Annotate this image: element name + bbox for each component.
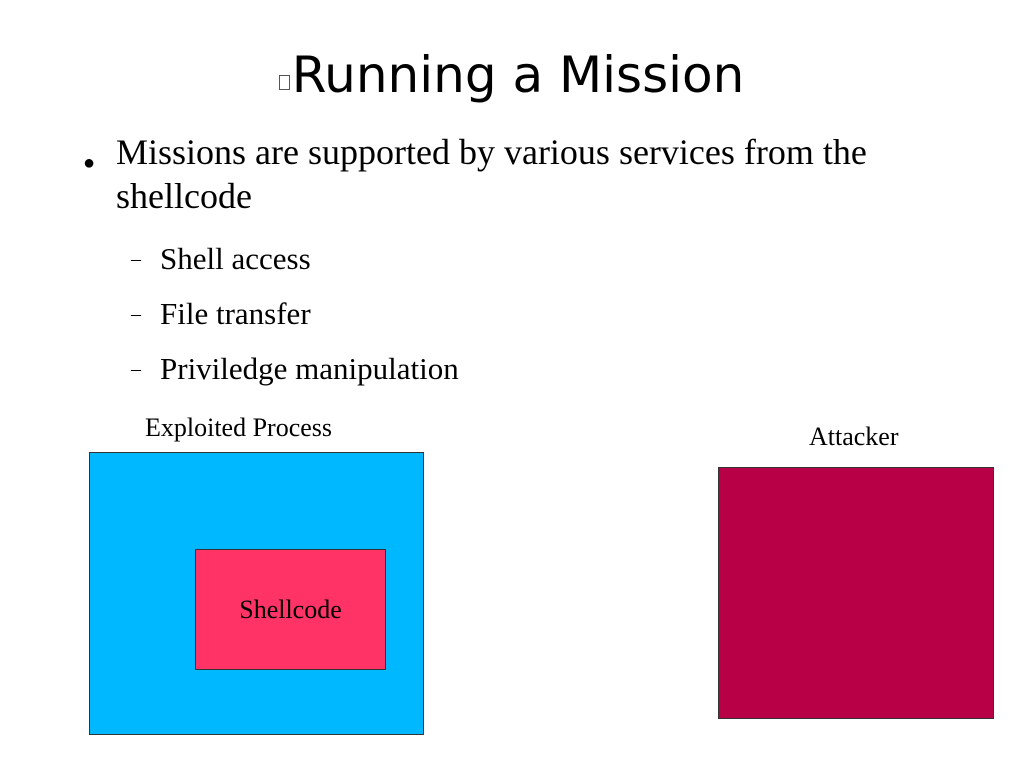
sub-bullet-marker: – xyxy=(131,358,141,380)
slide-title-text: Running a Mission xyxy=(291,46,745,104)
attacker-label: Attacker xyxy=(809,422,899,451)
sub-bullet-marker: – xyxy=(131,248,141,270)
attacker-box xyxy=(718,467,994,719)
bullet-marker: ● xyxy=(83,152,96,174)
sub-bullet-marker: – xyxy=(131,303,141,325)
shellcode-box: Shellcode xyxy=(195,549,386,670)
shellcode-label: Shellcode xyxy=(239,594,342,624)
missing-glyph-icon xyxy=(278,75,290,90)
main-bullet-text: Missions are supported by various servic… xyxy=(116,132,867,216)
sub-bullet-shell-access: Shell access xyxy=(160,241,311,276)
exploited-process-label: Exploited Process xyxy=(145,413,333,442)
slide-title: Running a Mission xyxy=(0,40,1023,110)
sub-bullet-priviledge-manipulation: Priviledge manipulation xyxy=(160,351,459,386)
sub-bullet-file-transfer: File transfer xyxy=(160,296,311,331)
